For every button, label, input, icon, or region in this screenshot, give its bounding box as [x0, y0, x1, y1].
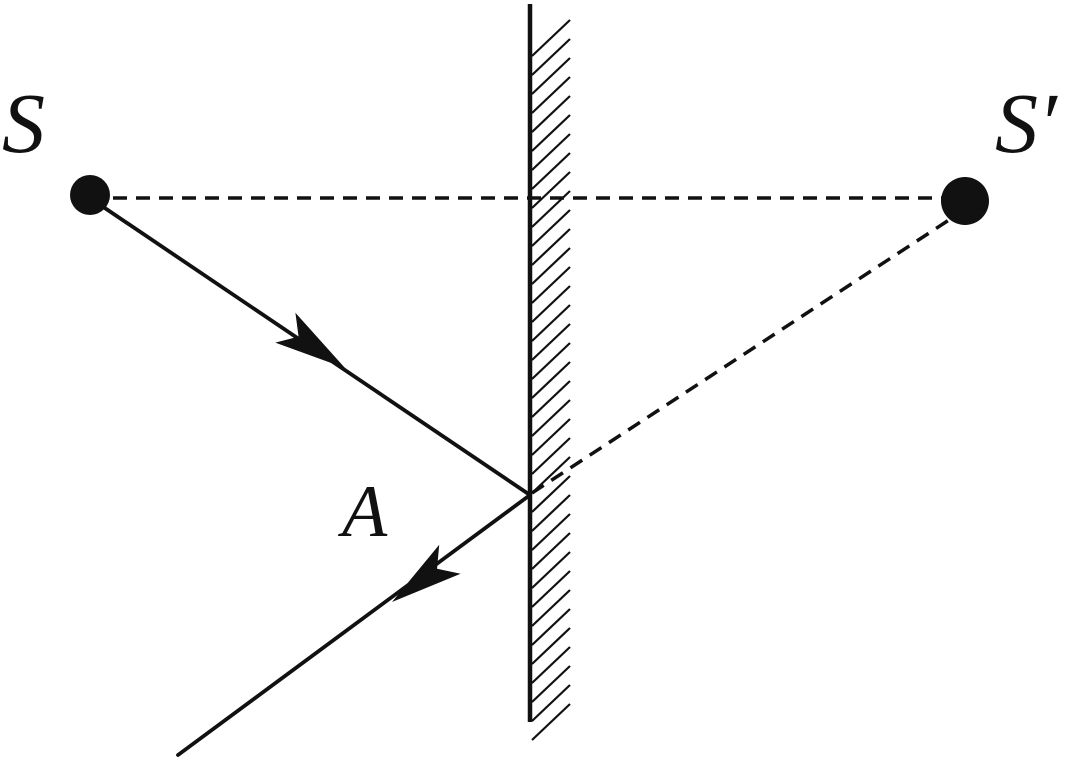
mirror-hatch-line [531, 361, 571, 399]
mirror-hatch-line [531, 266, 571, 304]
image-point [941, 177, 989, 225]
dashed-extension-to-image [531, 216, 953, 495]
mirror-hatch-line [531, 570, 571, 608]
source-label: S [2, 75, 45, 171]
mirror-hatch-line [531, 589, 571, 627]
mirror-hatch-line [531, 684, 571, 722]
mirror-hatch-line [531, 608, 571, 646]
source-point [70, 175, 110, 215]
mirror-hatch-line [531, 114, 571, 152]
mirror-hatch-line [531, 551, 571, 589]
mirror-hatch-line [531, 532, 571, 570]
mirror-hatch-line [531, 646, 571, 684]
mirror-hatch-line [531, 228, 571, 266]
mirror-hatch-line [531, 323, 571, 361]
mirror-hatch-line [531, 19, 571, 57]
mirror-hatch-line [531, 95, 571, 133]
mirror-hatch-line [531, 703, 571, 741]
mirror-hatch-line [531, 494, 571, 532]
mirror-hatch-line [531, 209, 571, 247]
mirror-hatching [531, 19, 571, 741]
mirror-hatch-line [531, 76, 571, 114]
mirror-hatch-line [531, 171, 571, 209]
mirror-hatch-line [531, 665, 571, 703]
mirror-hatch-line [531, 304, 571, 342]
mirror-hatch-line [531, 38, 571, 76]
reflected-ray-arrowhead [392, 544, 461, 602]
mirror-hatch-line [531, 285, 571, 323]
mirror-hatch-line [531, 133, 571, 171]
mirror-hatch-line [531, 152, 571, 190]
mirror-hatch-line [531, 380, 571, 418]
image-label: S′ [995, 75, 1058, 171]
mirror-hatch-line [531, 627, 571, 665]
mirror-hatch-line [531, 57, 571, 95]
mirror-hatch-line [531, 247, 571, 285]
reflected-ray [176, 493, 532, 757]
mirror-hatch-line [531, 342, 571, 380]
mirror-hatch-line [531, 418, 571, 456]
mirror-hatch-line [531, 475, 571, 513]
mirror-hatch-line [531, 437, 571, 475]
incident-ray-arrowhead [275, 312, 345, 368]
mirror-hatch-line [531, 399, 571, 437]
mirror-hatch-line [531, 513, 571, 551]
incidence-point-label: A [337, 471, 388, 553]
